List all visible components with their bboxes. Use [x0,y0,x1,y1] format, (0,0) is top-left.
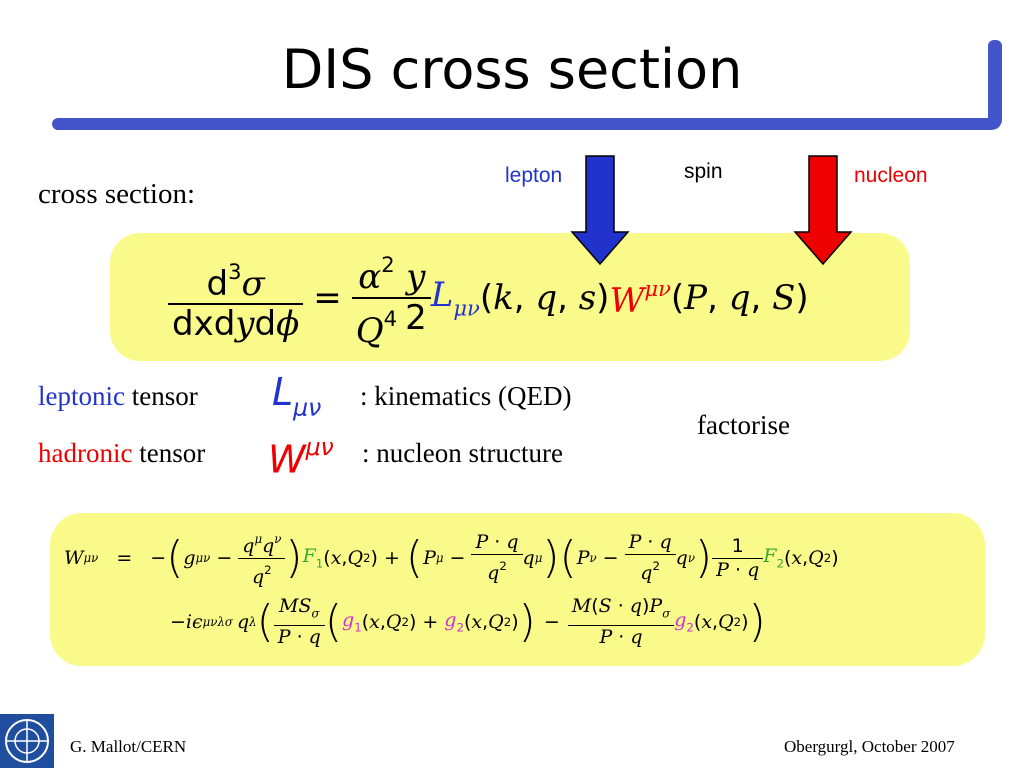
cross-section-formula-box [110,233,910,361]
footer-venue-date: Obergurgl, October 2007 [784,737,955,756]
hadronic-tensor-description: : nucleon structure [362,438,563,468]
alpha-fraction: α2 Q4 [351,245,402,351]
tensor-word: tensor [139,438,206,468]
leptonic-tensor-line: leptonic tensor [38,381,198,412]
hadronic-tensor-formula-box [50,513,985,666]
leptonic-tensor-symbol: Lμν [272,370,322,422]
tensor-word: tensor [131,381,198,411]
nucleon-label: nucleon [854,164,928,187]
lepton-arrow-icon [570,155,630,266]
cross-section-formula: d3σ dxdydϕ = α2 Q4 y 2 Lμν (k, q, s) Wμν… [168,245,809,351]
page-title: DIS cross section [281,38,743,101]
nucleon-arrow-icon [793,155,853,266]
hadronic-tensor-line: hadronic tensor [38,438,205,469]
lepton-label: lepton [505,164,563,187]
hadronic-tensor-symbol: Wμν [268,433,334,482]
cern-logo-icon [0,714,54,768]
leptonic-word: leptonic [38,381,125,411]
footer-author: G. Mallot/CERN [70,737,187,756]
differential-fraction: d3σ dxdydϕ [168,252,304,345]
factorise-label: factorise [697,410,790,440]
leptonic-tensor-description: : kinematics (QED) [360,381,572,411]
spin-label: spin [684,160,723,183]
cross-section-label: cross section: [38,178,196,210]
title-frame [52,40,1002,130]
y-half-fraction: y 2 [401,257,431,338]
hadronic-word: hadronic [38,438,133,468]
